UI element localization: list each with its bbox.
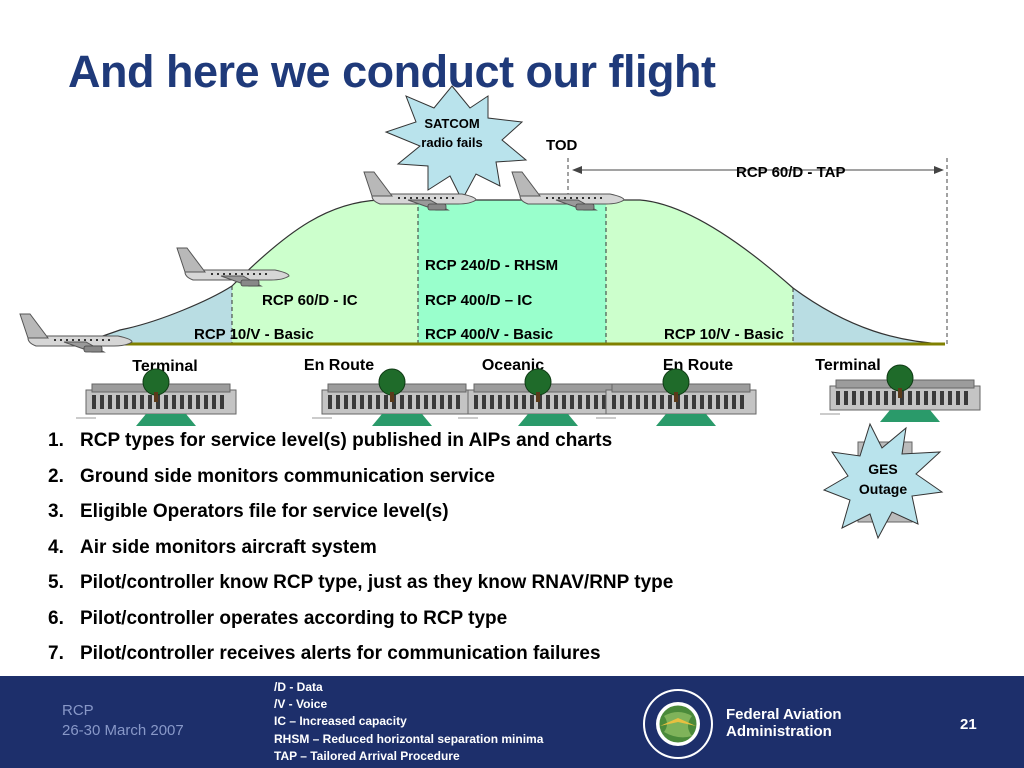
arrow-left-icon — [572, 166, 582, 174]
agency-name: Federal Aviation Administration — [726, 706, 842, 740]
agency-name-line1: Federal Aviation — [726, 706, 842, 723]
steps-list: 1.RCP types for service level(s) publish… — [48, 430, 673, 679]
satcom-label-line1: SATCOM — [424, 116, 479, 131]
building-icon — [595, 368, 757, 427]
phase-label-enroute-left: En Route — [304, 357, 374, 374]
tod-label: TOD — [546, 137, 578, 154]
footer-bar: RCP 26-30 March 2007 /D - Data /V - Voic… — [0, 676, 1024, 768]
starburst-icon — [822, 422, 944, 540]
footer-date: 26-30 March 2007 — [62, 722, 184, 739]
phase-label-oceanic: Oceanic — [482, 357, 544, 374]
abbreviation-item: TAP – Tailored Arrival Procedure — [274, 748, 460, 763]
building-icon — [311, 368, 473, 427]
list-item: 4.Air side monitors aircraft system — [48, 536, 377, 558]
segment-label-rhsm: RCP 240/D - RHSM — [425, 257, 558, 274]
flight-profile-curve — [79, 199, 946, 345]
ges-label-line2: Outage — [859, 481, 907, 497]
ges-label-line1: GES — [868, 461, 898, 477]
segment-label-basic-left: RCP 10/V - Basic — [194, 326, 314, 343]
segment-label-basic-center: RCP 400/V - Basic — [425, 326, 553, 343]
satcom-label-line2: radio fails — [421, 135, 482, 150]
page-number: 21 — [960, 716, 977, 733]
segment-label-ic-center: RCP 400/D – IC — [425, 292, 532, 309]
building-icon — [75, 368, 237, 427]
list-item: 3.Eligible Operators file for service le… — [48, 501, 449, 522]
ges-outage-starburst: GES Outage — [822, 422, 944, 540]
footer-rcp-label: RCP — [62, 702, 94, 719]
segment-label-basic-right: RCP 10/V - Basic — [664, 326, 784, 343]
building-icon — [457, 368, 619, 427]
list-item: 7.Pilot/controller receives alerts for c… — [48, 643, 601, 664]
arrow-right-icon — [934, 166, 944, 174]
agency-name-line2: Administration — [726, 723, 832, 740]
flight-profile-diagram: SATCOM radio fails TOD RCP 60/D - TAP RC… — [19, 85, 981, 427]
abbreviation-item: /D - Data — [274, 680, 323, 694]
footer-abbreviations: /D - Data /V - Voice IC – Increased capa… — [274, 679, 543, 765]
faa-seal-icon — [641, 687, 715, 761]
page-title: And here we conduct our flight — [68, 46, 716, 97]
list-item: 5.Pilot/controller know RCP type, just a… — [48, 572, 674, 593]
phase-label-terminal-right: Terminal — [815, 357, 881, 374]
list-item: 1.RCP types for service level(s) publish… — [48, 430, 613, 451]
abbreviation-item: IC – Increased capacity — [274, 714, 407, 729]
segment-label-ic-left: RCP 60/D - IC — [262, 292, 358, 309]
airplane-icon — [511, 171, 625, 211]
profile-fill — [80, 200, 945, 344]
abbreviation-item: /V - Voice — [274, 697, 328, 712]
tap-label: RCP 60/D - TAP — [736, 164, 845, 181]
list-item: 2.Ground side monitors communication ser… — [48, 465, 495, 487]
list-item: 6.Pilot/controller operates according to… — [48, 607, 508, 629]
abbreviation-item: RHSM – Reduced horizontal separation min… — [274, 731, 544, 746]
